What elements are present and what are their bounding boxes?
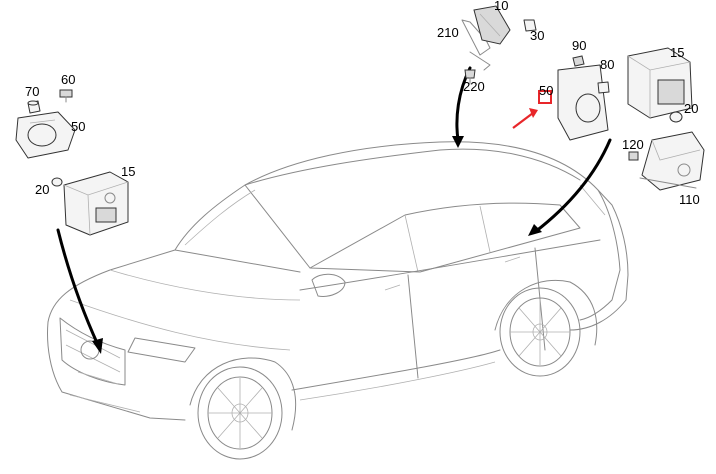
part-90[interactable] bbox=[572, 55, 585, 67]
label-20-right: 20 bbox=[684, 101, 698, 116]
highlight-arrow-head bbox=[529, 108, 538, 118]
highlight-arrow bbox=[512, 112, 534, 129]
label-50-right: 50 bbox=[539, 83, 553, 98]
part-number-labels: 10 30 210 220 90 15 80 50 20 120 110 70 … bbox=[25, 0, 700, 207]
part-50-left[interactable] bbox=[15, 111, 76, 159]
part-110[interactable] bbox=[639, 131, 705, 191]
top-center-component-group bbox=[461, 5, 537, 85]
label-90: 90 bbox=[572, 38, 586, 53]
left-component-group bbox=[15, 89, 129, 236]
label-80: 80 bbox=[600, 57, 614, 72]
label-20-left: 20 bbox=[35, 182, 49, 197]
part-30[interactable] bbox=[523, 19, 537, 32]
part-210[interactable] bbox=[461, 19, 491, 71]
part-20-right[interactable] bbox=[669, 111, 683, 123]
label-110: 110 bbox=[679, 192, 700, 207]
part-120[interactable] bbox=[628, 151, 639, 161]
label-220: 220 bbox=[463, 79, 485, 94]
highlight-marker bbox=[512, 90, 552, 129]
label-120: 120 bbox=[622, 137, 644, 152]
label-15-left: 15 bbox=[121, 164, 135, 179]
leader-arrows bbox=[56, 66, 612, 354]
label-70: 70 bbox=[25, 84, 39, 99]
label-10: 10 bbox=[494, 0, 508, 13]
part-50-right[interactable] bbox=[557, 64, 609, 141]
highlight-box[interactable] bbox=[538, 90, 552, 104]
label-50-left: 50 bbox=[71, 119, 85, 134]
part-220[interactable] bbox=[464, 69, 476, 85]
part-15-right[interactable] bbox=[627, 47, 693, 119]
part-20-left[interactable] bbox=[51, 177, 63, 187]
label-60: 60 bbox=[61, 72, 75, 87]
label-30: 30 bbox=[530, 28, 544, 43]
part-15-left[interactable] bbox=[63, 171, 129, 236]
vehicle-illustration bbox=[47, 141, 629, 460]
label-15-right: 15 bbox=[670, 45, 684, 60]
right-component-group bbox=[557, 47, 705, 191]
label-210: 210 bbox=[437, 25, 459, 40]
part-80[interactable] bbox=[597, 81, 610, 94]
part-10[interactable] bbox=[473, 5, 511, 45]
part-60[interactable] bbox=[59, 89, 73, 103]
part-70[interactable] bbox=[27, 100, 41, 114]
